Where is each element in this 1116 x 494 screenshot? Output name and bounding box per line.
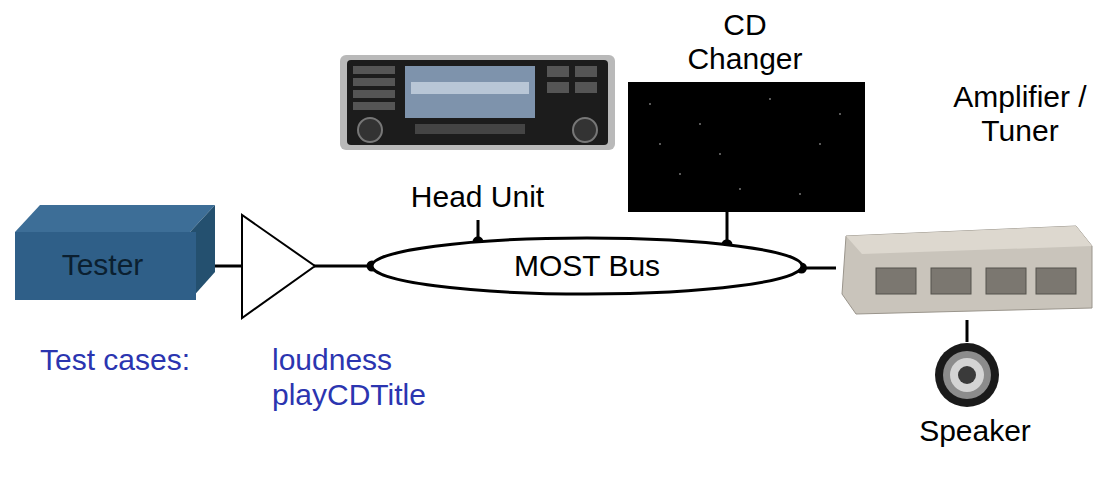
cd-changer-speck (719, 153, 721, 155)
cd-changer-speck (679, 173, 681, 175)
cd-changer-speck (799, 193, 801, 195)
cd-changer: CD Changer (620, 4, 870, 212)
test-cases-heading: Test cases: (40, 343, 190, 377)
amplifier-triangle (242, 215, 315, 318)
cd-changer-speck (839, 113, 841, 115)
head-unit-button (353, 78, 395, 86)
amp-top (846, 226, 1092, 254)
speaker-rim (935, 343, 999, 407)
bus-connector (966, 320, 969, 342)
node-label: MOST Bus (514, 249, 660, 283)
node-label: Tester (15, 248, 190, 282)
amplifier-tuner: Amplifier / Tuner (836, 76, 1110, 320)
head-unit-button (547, 66, 569, 77)
tester-top-face (15, 205, 215, 232)
cd-changer-speck (699, 123, 701, 125)
head-unit-button (575, 66, 597, 77)
amp-housing (842, 226, 1092, 314)
head-unit-button (353, 66, 395, 74)
bus-ellipse: MOST Bus (370, 236, 804, 296)
amp-connector (876, 268, 916, 294)
head-unit-button (547, 82, 569, 93)
amp-connector (986, 268, 1026, 294)
cd-changer-body (628, 82, 865, 212)
speaker-ring (950, 358, 984, 392)
cd-changer-speck (769, 98, 771, 100)
head-unit-frame (340, 55, 615, 150)
head-unit-button (353, 90, 395, 98)
cd-changer-speck (649, 103, 651, 105)
test-case-name: loudness (272, 343, 392, 377)
amp-photo-ground (838, 222, 1096, 318)
head-unit-button (353, 102, 395, 110)
bus-ellipse-outline (372, 238, 802, 294)
node-label: CD Changer (670, 8, 820, 76)
cd-changer-speck (819, 143, 821, 145)
head-unit-screen-band (411, 82, 529, 94)
node-label: Amplifier / Tuner (936, 80, 1104, 148)
head-unit-knob (358, 118, 382, 142)
cd-changer-speck (739, 188, 741, 190)
speaker: Speaker (900, 342, 1056, 452)
head-unit-button (575, 82, 597, 93)
speaker-cone (943, 351, 991, 399)
test-case-name: playCDTitle (272, 378, 426, 412)
speaker-dust-cap (958, 366, 976, 384)
cd-changer-speck (659, 143, 661, 145)
node-label: Speaker (900, 414, 1050, 448)
node-label: Head Unit (335, 180, 620, 214)
tester-box: Tester (15, 232, 196, 300)
head-unit-face (347, 60, 608, 145)
amp-connector (931, 268, 971, 294)
head-unit: Head Unit (335, 52, 626, 220)
head-unit-knob (573, 118, 597, 142)
head-unit-slot (415, 124, 525, 134)
amp-connector (1036, 268, 1076, 294)
head-unit-screen (405, 66, 535, 118)
